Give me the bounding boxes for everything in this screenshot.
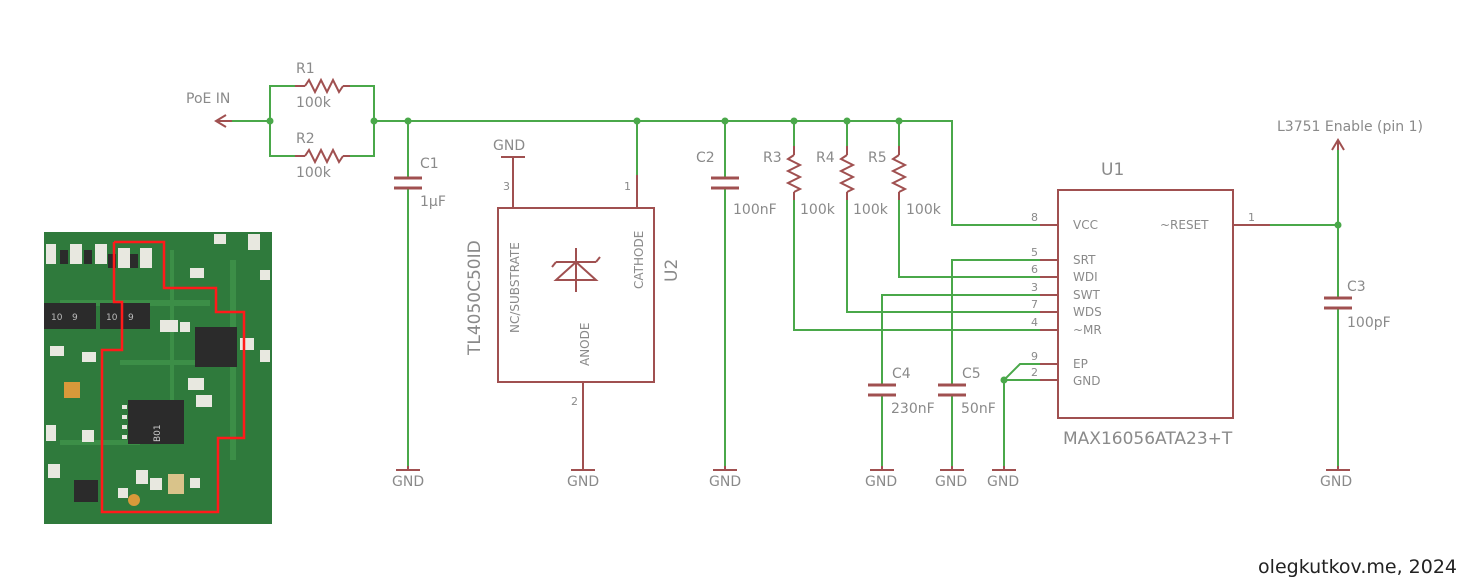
pcb-marking: 10 [51,313,63,323]
u1-part-number: MAX16056ATA23+T [1063,429,1233,449]
c5-value: 50nF [961,401,996,417]
resistor-r4: R4 100k [816,146,889,218]
u1-pin9-num: 9 [1031,350,1038,363]
capacitor-c3: C3 100pF [1324,279,1391,331]
gnd-label: GND [567,474,599,490]
r2-value: 100k [296,165,332,181]
gnd-symbol: GND [987,466,1019,490]
u2-voltage-reference: GND 3 1 2 NC/SUBSTRATE CATHODE ANODE TL4… [465,138,682,466]
u1-pin-wds: WDS [1073,305,1102,319]
u1-pin4-num: 4 [1031,316,1038,329]
c4-ref: C4 [892,366,911,382]
junctions [266,117,1342,384]
c3-ref: C3 [1347,279,1366,295]
r3-value: 100k [800,202,836,218]
u1-pin-srt: SRT [1073,253,1096,267]
u1-ref: U1 [1101,160,1124,180]
u2-pin-cathode: CATHODE [632,231,646,289]
enable-label: L3751 Enable (pin 1) [1277,119,1423,135]
pcb-marking: B01 [153,424,163,442]
gnd-label: GND [935,474,967,490]
r4-value: 100k [853,202,889,218]
resistor-r1: R1 100k [295,61,350,111]
u1-pin7-num: 7 [1031,298,1038,311]
c2-ref: C2 [696,150,715,166]
u1-pin-wdi: WDI [1073,270,1098,284]
pcb-marking: 10 [106,313,118,323]
gnd-label: GND [987,474,1019,490]
r1-value: 100k [296,95,332,111]
gnd-label: GND [865,474,897,490]
credit-text: olegkutkov.me, 2024 [1258,556,1457,578]
zener-diode-icon [551,248,601,292]
gnd-symbol: GND [392,466,424,490]
u1-pin-reset: ~RESET [1160,218,1209,232]
r1-ref: R1 [296,61,315,77]
u2-pin-nc-substrate: NC/SUBSTRATE [508,242,522,333]
gnd-label: GND [392,474,424,490]
u2-part-number: TL4050C50ID [465,240,485,356]
r5-value: 100k [906,202,942,218]
u1-pin-ep: EP [1073,357,1088,371]
gnd-symbols: GND GND GND GND GND GND [392,466,1352,490]
r3-ref: R3 [763,150,782,166]
u1-pin-swt: SWT [1073,288,1100,302]
poe-in-label: PoE IN [186,91,230,107]
capacitor-c5: C5 50nF [938,366,996,417]
capacitor-c1: C1 1µF [394,156,446,210]
u2-pin-anode: ANODE [578,323,592,366]
u2-pin3-num: 3 [503,180,510,193]
gnd-symbol: GND [935,466,967,490]
r4-ref: R4 [816,150,835,166]
u1-pin-vcc: VCC [1073,218,1098,232]
pcb-marking: 9 [72,313,78,323]
gnd-symbol: GND [865,466,897,490]
u2-pin2-num: 2 [571,395,578,408]
u1-pin8-num: 8 [1031,211,1038,224]
gnd-label: GND [1320,474,1352,490]
c3-value: 100pF [1347,315,1391,331]
c2-value: 100nF [733,202,777,218]
resistor-r5: R5 100k [868,146,942,218]
u1-pin2-num: 2 [1031,366,1038,379]
poe-in-port: PoE IN [186,91,232,128]
pcb-photo: 10 9 10 9 B01 [44,232,272,524]
c5-ref: C5 [962,366,981,382]
gnd-symbol: GND [1320,466,1352,490]
capacitor-c4: C4 230nF [868,366,935,417]
enable-output-port: L3751 Enable (pin 1) [1277,119,1423,151]
pcb-marking: 9 [128,313,134,323]
r5-ref: R5 [868,150,887,166]
gnd-symbol: GND [567,466,599,490]
r2-ref: R2 [296,131,315,147]
wires [231,85,1339,467]
u1-pin1-num: 1 [1248,211,1255,224]
c1-ref: C1 [420,156,439,172]
gnd-symbol: GND [709,466,741,490]
u2-ref: U2 [662,259,682,282]
u1-pin-mr: ~MR [1073,323,1102,337]
gnd-label: GND [709,474,741,490]
c4-value: 230nF [891,401,935,417]
u2-pin1-num: 1 [624,180,631,193]
capacitor-c2: C2 100nF [696,150,777,218]
resistor-r2: R2 100k [295,131,350,181]
u1-supervisor: U1 MAX16056ATA23+T 8 5 6 3 7 4 9 2 1 VCC… [1031,160,1270,449]
u1-pin5-num: 5 [1031,246,1038,259]
u2-gnd-top-label: GND [493,138,525,154]
u1-pin-gnd: GND [1073,374,1101,388]
u1-pin3-num: 3 [1031,281,1038,294]
c1-value: 1µF [420,194,446,210]
resistor-r3: R3 100k [763,146,836,218]
u1-pin6-num: 6 [1031,263,1038,276]
